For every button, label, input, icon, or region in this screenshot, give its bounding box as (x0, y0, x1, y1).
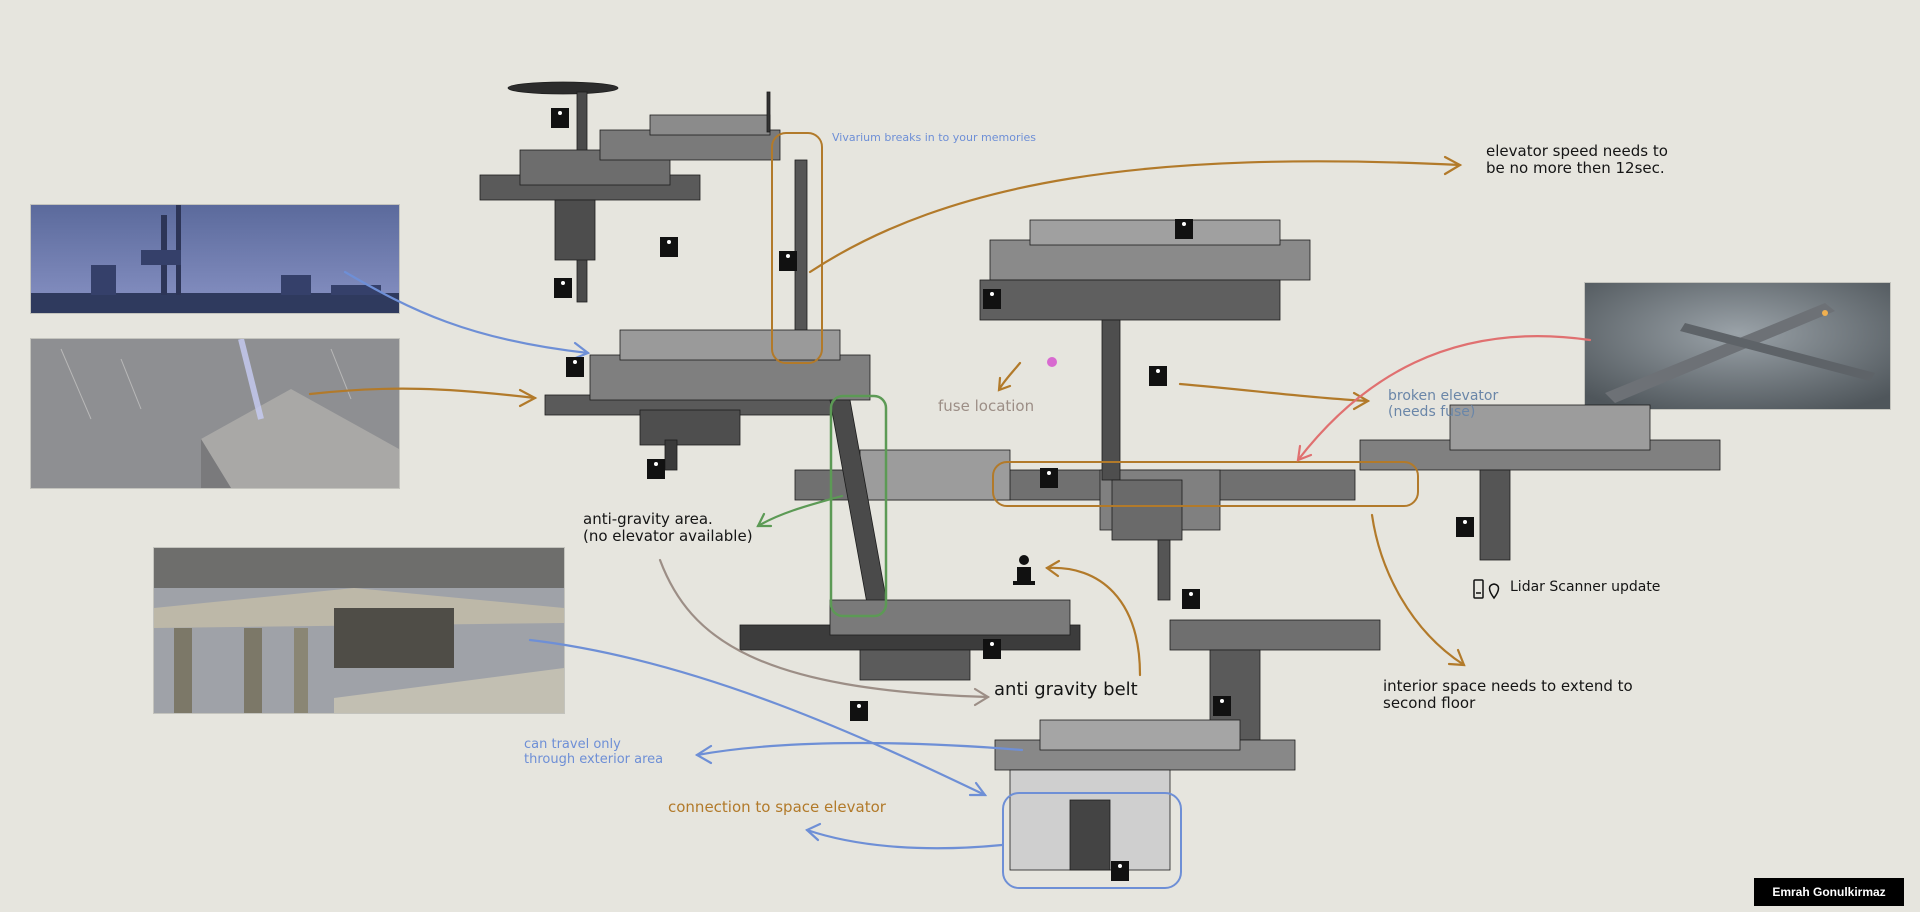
lidar-scanner-icon (1473, 579, 1484, 599)
blue-base-highlight (1002, 792, 1182, 889)
note-space-elevator: connection to space elevator (668, 798, 886, 816)
note-broken-elevator: broken elevator (needs fuse) (1388, 388, 1499, 420)
reference-image-aerial-bridge (1584, 282, 1891, 410)
arrow-orange-interior (1370, 513, 1466, 667)
arrow-blue-skyline (343, 270, 590, 355)
arrow-blue-walkways (528, 638, 987, 797)
note-vivarium: Vivarium breaks in to your memories (832, 131, 1037, 144)
green-stair-highlight (829, 394, 888, 618)
note-interior-space: interior space needs to extend to second… (1383, 677, 1633, 712)
arrow-grey-belt (658, 558, 990, 699)
note-lidar: Lidar Scanner update (1510, 579, 1661, 595)
note-fuse-location: fuse location (938, 397, 1035, 415)
note-elevator-speed: elevator speed needs to be no more then … (1486, 142, 1668, 177)
arrow-green-antigravity (756, 494, 844, 528)
arrow-blue-space-elevator (805, 828, 1004, 850)
person-seated-icon (1013, 555, 1035, 585)
note-anti-gravity-area: anti-gravity area. (no elevator availabl… (583, 510, 753, 545)
location-pin-icon (1488, 583, 1500, 600)
arrow-orange-broken (1178, 382, 1370, 403)
note-exterior-travel: can travel only through exterior area (524, 737, 664, 767)
reference-image-rain-platform (30, 338, 400, 489)
reference-image-blue-skyline (30, 204, 400, 314)
elevator-icon (551, 108, 1474, 881)
orange-spine-highlight (992, 461, 1419, 507)
note-anti-gravity-belt: anti gravity belt (994, 679, 1138, 700)
arrow-orange-seat (1045, 566, 1142, 677)
arrow-orange-fuse (998, 361, 1022, 390)
author-credit: Emrah Gonulkirmaz (1754, 878, 1904, 906)
orange-elevator-highlight (771, 132, 823, 364)
arrow-orange-rain (308, 387, 537, 400)
reference-image-walkways (153, 547, 565, 714)
fuse-marker (1047, 357, 1057, 367)
arrow-red-aerial (1296, 335, 1592, 462)
arrow-blue-exterior (695, 741, 1024, 757)
arrow-orange-speed (808, 160, 1462, 274)
